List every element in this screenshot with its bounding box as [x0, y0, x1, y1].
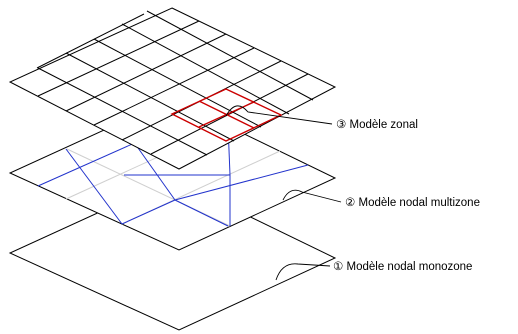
zonal-grid — [36, 10, 314, 156]
zonal-layer — [8, 7, 337, 170]
multizone-grid-line — [174, 199, 229, 227]
monozone-label: ① Modèle nodal monozone — [333, 261, 472, 273]
monozone-plane — [8, 178, 337, 331]
multizone-grid-line — [121, 199, 176, 225]
multizone-label: ② Modèle nodal multizone — [345, 197, 480, 209]
multizone-layer — [8, 98, 337, 251]
zonal-label: ③ Modèle zonal — [336, 119, 418, 131]
zonal-leader — [225, 105, 333, 125]
zonal-plane — [8, 7, 337, 170]
leader-lines — [225, 105, 342, 281]
multizone-grid-line — [65, 148, 123, 225]
multizone-grid-line — [174, 164, 309, 201]
monozone-layer — [8, 178, 337, 331]
multizone-leader — [282, 189, 342, 203]
monozone-leader — [275, 263, 331, 281]
